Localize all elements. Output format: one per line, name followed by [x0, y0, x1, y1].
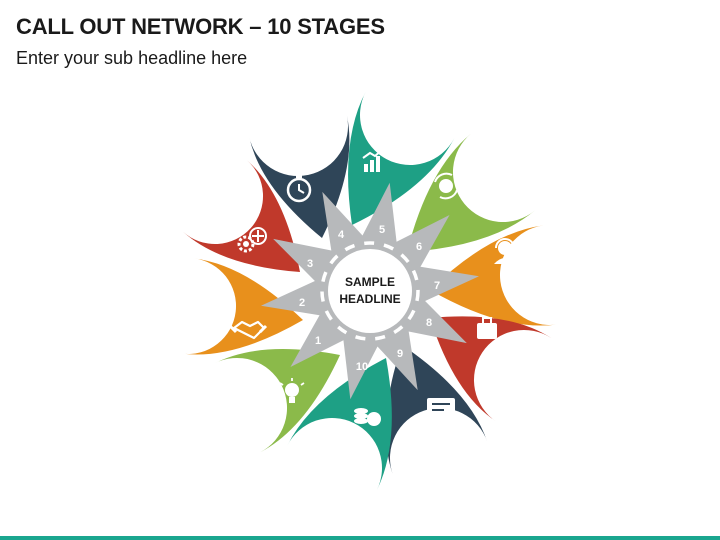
invoice-icon — [427, 398, 455, 416]
petal-text-line: This is — [221, 375, 253, 386]
globe-arrows-icon — [434, 172, 458, 200]
page-subtitle: Enter your sub headline here — [16, 48, 248, 68]
clock-icon — [286, 175, 312, 203]
petal-text-line: This is — [199, 163, 231, 174]
petal-shape — [183, 160, 300, 272]
petal-text-line: Replace with — [267, 122, 328, 133]
stage-petal-2: This is example text. Replace with your own… — [182, 160, 300, 272]
petal-shape — [182, 258, 303, 355]
petal-shape — [214, 349, 340, 453]
stage-petal-6: This is example text. Replace with your own… — [430, 225, 583, 326]
petal-text-line: here. — [225, 433, 249, 444]
petal-text-line: your own text — [377, 125, 443, 136]
petal-text-line: Replace with — [157, 302, 218, 313]
petal-text-line: example text. — [492, 361, 556, 372]
petal-text-line: This is — [534, 242, 566, 253]
stage-number-7: 7 — [434, 280, 440, 292]
petal-text-line: This is — [487, 139, 519, 150]
petal-shape — [287, 358, 392, 491]
petal-text-line: here. — [491, 197, 515, 208]
stage-number-2: 2 — [299, 297, 305, 309]
briefcase-icon — [477, 317, 497, 339]
center-headline-line1: SAMPLE — [345, 275, 395, 289]
stage-number-4: 4 — [338, 229, 345, 241]
petal-text-line: here. — [428, 483, 452, 494]
petal-text-line: your own text — [265, 136, 331, 147]
stage-number-8: 8 — [426, 317, 432, 329]
petal-text-line: your own text — [517, 285, 583, 296]
petal-text-line: This is — [316, 435, 348, 446]
petal-text-line: Replace with — [519, 271, 580, 282]
petal-text-line: example text. — [300, 449, 364, 460]
petal-text-line: This is — [172, 273, 204, 284]
stage-petal-9: This is example text. Replace with your own… — [287, 358, 392, 504]
stage-petal-1: This is example text. Replace with your own… — [155, 258, 303, 355]
petal-text-line: example text. — [266, 107, 330, 118]
petal-text-line: here. — [398, 140, 422, 151]
petal-text-line: This is — [508, 347, 540, 358]
petal-text-line: Replace with — [301, 464, 362, 475]
petal-text-line: your own text — [470, 182, 536, 193]
petal-text-line: Replace with — [472, 168, 533, 179]
support-agent-icon — [494, 238, 516, 264]
petal-text-line: Replace with — [379, 111, 440, 122]
petal-text-line: This is — [282, 93, 314, 104]
petal-text-line: Replace with — [493, 376, 554, 387]
petal-shape — [348, 91, 455, 226]
stage-number-1: 1 — [315, 335, 321, 347]
gears-icon — [237, 227, 267, 253]
center-dashed-ring — [320, 241, 420, 341]
petal-text-line: your own text — [491, 390, 557, 401]
petal-text-line: example text. — [518, 256, 582, 267]
petal-text-line: your own text — [182, 206, 248, 217]
stage-petal-4: This is example text. Replace with your own… — [348, 82, 455, 226]
petal-shape — [430, 225, 557, 326]
bottom-accent-bar — [0, 536, 720, 540]
stage-petal-10: This is example text. Replace with your own… — [204, 349, 340, 453]
petal-text-line: here. — [512, 405, 536, 416]
petal-text-line: Replace with — [184, 192, 245, 203]
petal-text-line: example text. — [408, 439, 472, 450]
stage-number-6: 6 — [416, 241, 422, 253]
petal-text-line: here. — [176, 331, 200, 342]
coins-icon — [354, 408, 381, 426]
petal-text-line: your own text — [155, 316, 221, 327]
petal-text-line: here. — [320, 493, 344, 504]
stage-petal-7: This is example text. Replace with your own… — [430, 316, 557, 422]
petal-text-line: example text. — [378, 96, 442, 107]
lightbulb-icon — [279, 378, 305, 403]
center-circle — [328, 249, 412, 333]
petal-text-line: your own text — [299, 478, 365, 489]
petal-text-line: your own text — [204, 418, 270, 429]
petal-text-line: This is — [394, 82, 426, 93]
petal-text-line: This is — [424, 425, 456, 436]
stage-number-10: 10 — [356, 361, 368, 373]
petal-text-line: Replace with — [206, 404, 267, 415]
petal-shape — [430, 316, 552, 422]
petal-text-line: example text. — [205, 389, 269, 400]
petal-text-line: your own text — [407, 468, 473, 479]
page-title: CALL OUT NETWORK – 10 STAGES — [16, 14, 385, 39]
chart-icon — [362, 149, 383, 172]
petal-text-line: example text. — [471, 153, 535, 164]
stage-number-9: 9 — [397, 348, 403, 360]
petal-text-line: example text. — [156, 287, 220, 298]
petal-text-line: here. — [286, 151, 310, 162]
stage-number-5: 5 — [379, 224, 385, 236]
petal-text-line: example text. — [183, 177, 247, 188]
petal-text-line: Replace with — [409, 454, 470, 465]
petal-text-line: here. — [203, 221, 227, 232]
handshake-icon — [228, 320, 268, 340]
petal-text-line: here. — [538, 300, 562, 311]
center-headline-line2: HEADLINE — [339, 292, 400, 306]
stage-number-3: 3 — [307, 258, 313, 270]
